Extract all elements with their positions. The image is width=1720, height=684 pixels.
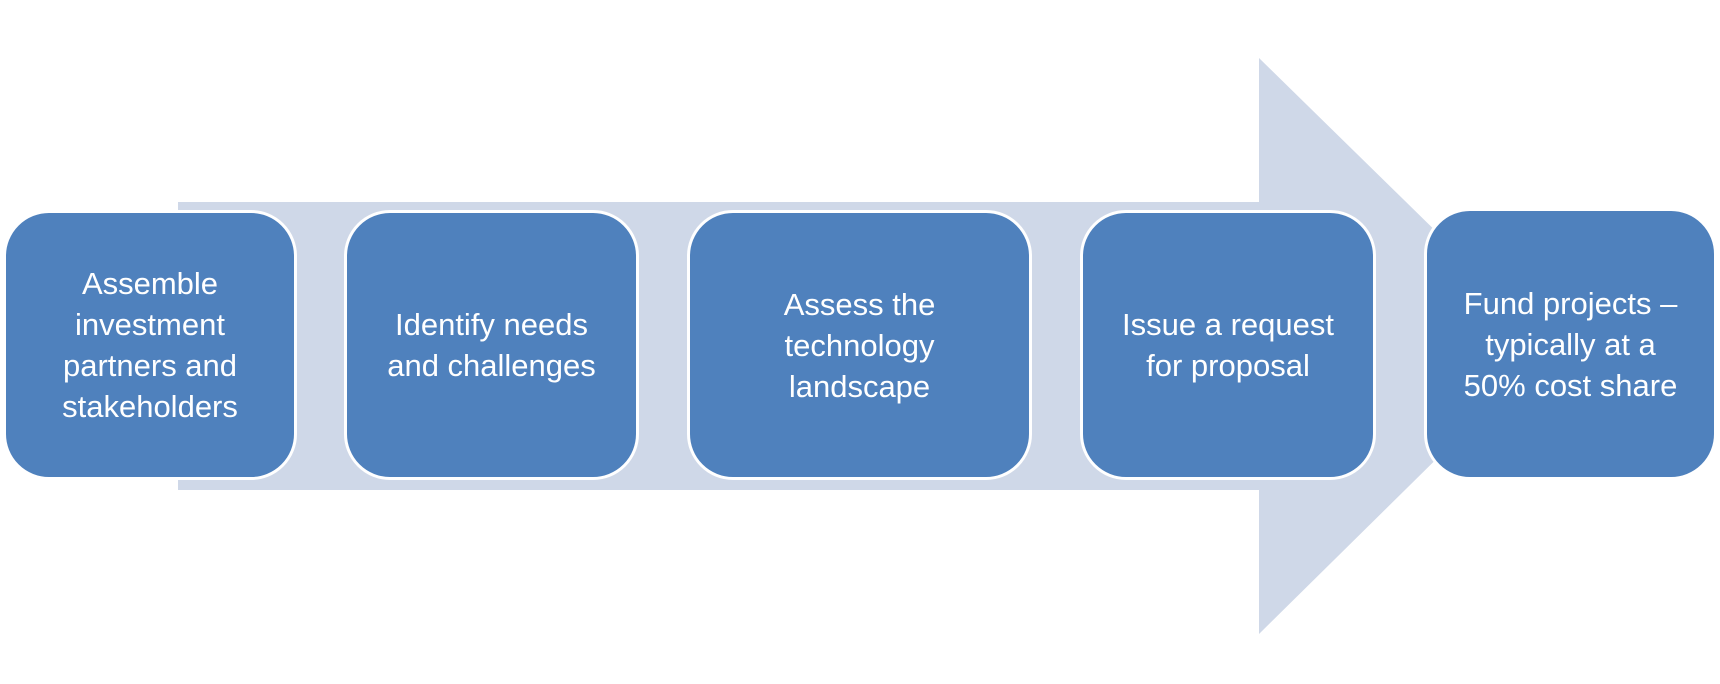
step-label: Issue a request for proposal [1122,307,1334,383]
step-label: Fund projects – typically at a 50% cost … [1463,285,1678,403]
step-label: Assess the technology landscape [783,286,936,404]
step-fund-projects: Fund projects – typically at a 50% cost … [1424,208,1717,480]
step-label: Assemble investment partners and stakeho… [62,266,238,424]
step-assess-technology: Assess the technology landscape [687,210,1032,480]
step-label: Identify needs and challenges [387,307,596,383]
step-issue-rfp: Issue a request for proposal [1080,210,1376,480]
step-assemble-partners: Assemble investment partners and stakeho… [3,210,297,480]
step-identify-needs: Identify needs and challenges [344,210,639,480]
